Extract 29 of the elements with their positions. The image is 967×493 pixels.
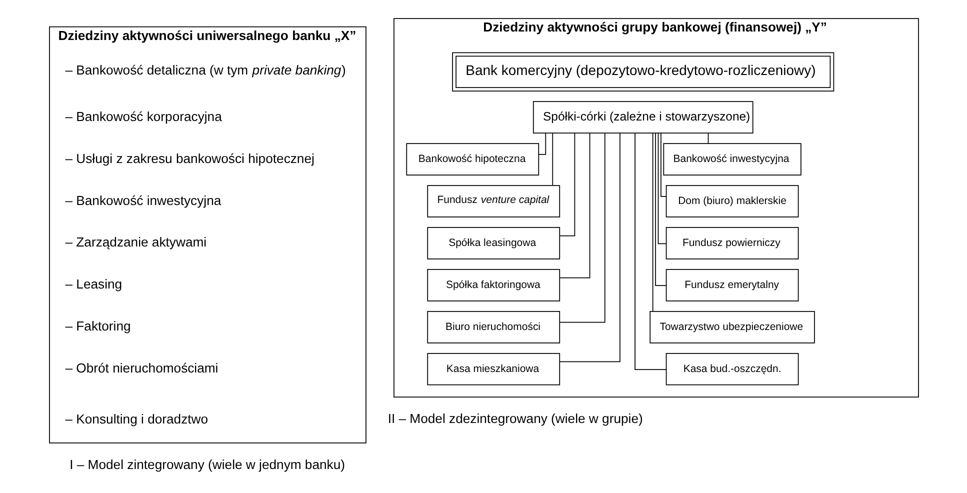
node-box: Bankowość hipoteczna	[406, 143, 539, 176]
node-box: Fundusz venture capital	[426, 185, 560, 218]
node-box: Bank komercyjny (depozytowo-kredytowo-rozliczeniowy)	[452, 52, 834, 92]
connector	[559, 132, 605, 323]
connector	[707, 132, 708, 144]
node-label: II – Model zdezintegrowany (wiele w grupie)	[387, 410, 642, 426]
connector	[657, 132, 666, 244]
node-box: Spółka leasingowa	[426, 227, 560, 260]
node-box: Fundusz emerytalny	[665, 269, 798, 302]
connector	[558, 132, 620, 362]
node-box: Dom (biuro) maklerskie	[665, 185, 798, 218]
node-label: I – Model zintegrowany (wiele w jednym banku)	[69, 456, 345, 472]
connector	[660, 132, 666, 197]
node-box: Spółka faktoringowa	[426, 269, 560, 302]
node-box: Fundusz powierniczy	[665, 227, 798, 260]
connector	[634, 132, 666, 370]
connector	[538, 132, 546, 155]
node-box: Biuro nieruchomości	[426, 310, 560, 344]
node-box: Dziedziny aktywności uniwersalnego banku „X” – Bankowość detaliczna (w tym private banking) – Bankowość korporacyjna – Usługi z zakresu bankowości hipotecznej – Bankowość inwestycyjna – Zarządzanie aktywami – Leasing – Faktoring – Obrót nieruchomościami – Konsulting i doradztwo	[48, 26, 366, 444]
node-box: Kasa bud.-oszczędn.	[665, 352, 798, 386]
node-box: Kasa mieszkaniowa	[426, 352, 560, 386]
connector	[558, 132, 590, 278]
node-box: Spółki-córki (zależne i stowarzyszone)	[532, 101, 753, 134]
connector	[552, 132, 553, 186]
connector	[558, 132, 575, 236]
connector	[654, 132, 666, 286]
node-box: Bankowość inwestycyjna	[662, 143, 801, 176]
connector	[652, 132, 653, 312]
node-box: Towarzystwo ubezpieczeniowe	[649, 310, 814, 344]
